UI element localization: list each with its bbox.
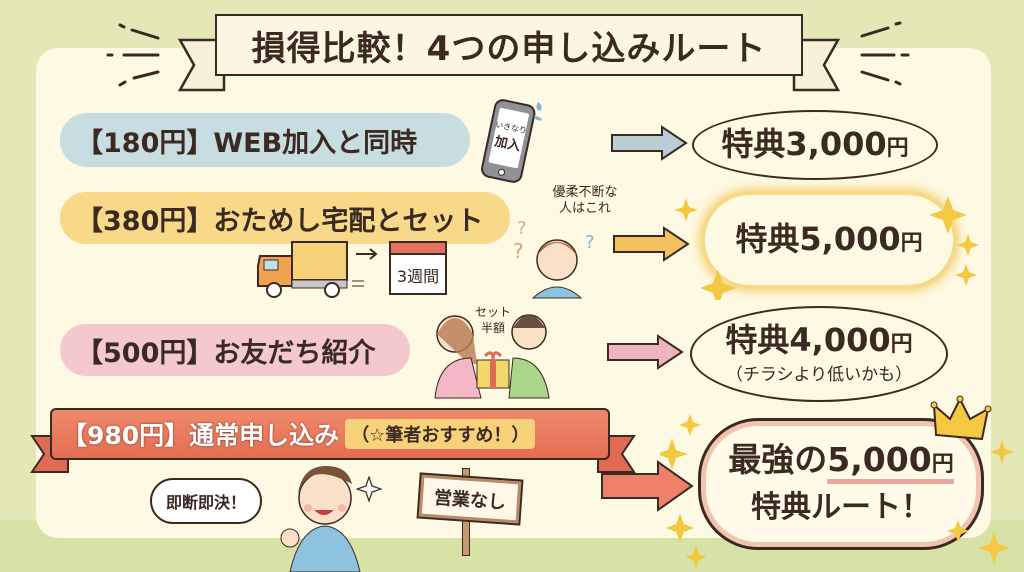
arrow-right-icon — [607, 334, 684, 370]
bonus-amount: 5,000 — [799, 220, 901, 259]
crown-icon — [930, 395, 992, 441]
route-500-text: 【500円】お友だち紹介 — [76, 337, 376, 369]
burst-lines-right-icon — [860, 21, 910, 86]
bonus-note: （チラシより低いかも） — [725, 365, 913, 386]
bonus-unit: 円 — [900, 231, 923, 257]
svg-text:セット: セット — [475, 305, 511, 319]
bonus-unit: 円 — [890, 331, 913, 357]
bonus-line2: 特典ルート！ — [751, 490, 931, 526]
thought-text: 即断即決！ — [165, 493, 246, 512]
svg-text:?: ? — [585, 232, 595, 253]
arrow-right-icon — [613, 226, 690, 262]
svg-text:?: ? — [517, 218, 527, 239]
route-980-banner: 【980円】通常申し込み （☆筆者おすすめ！） — [50, 408, 610, 460]
svg-text:3週間: 3週間 — [397, 267, 439, 286]
bonus-bubble-3000: 特典3,000円 — [692, 110, 938, 180]
route-180-text: 【180円】WEB加入と同時 — [76, 127, 418, 159]
page-title: 損得比較！4つの申し込みルート — [251, 28, 767, 69]
route-380-label: 【380円】おためし宅配とセット — [60, 192, 510, 244]
sign-text: 営業なし — [433, 487, 507, 514]
bonus-amount: 5,000 — [827, 439, 932, 479]
thinking-woman-icon: ? ? ? — [513, 218, 595, 299]
route-380-text: 【380円】おためし宅配とセット — [76, 205, 484, 237]
burst-lines-left-icon — [106, 23, 160, 87]
friends-gift-icon: セット 半額 — [434, 305, 550, 399]
bonus-unit: 円 — [931, 451, 954, 477]
sparkle-icons — [674, 196, 979, 300]
bonus-prefix: 特典 — [721, 125, 786, 164]
page-title-banner: 損得比較！4つの申し込みルート — [215, 14, 803, 76]
svg-text:?: ? — [513, 239, 524, 263]
side-note-line1: 優柔不断な — [552, 185, 618, 200]
svg-text:半額: 半額 — [481, 321, 505, 335]
bonus-prefix: 特典 — [735, 220, 800, 259]
bonus-unit: 円 — [886, 136, 909, 162]
sparkle-icons — [660, 414, 1014, 568]
confident-man-icon — [280, 466, 361, 572]
svg-text:加入: 加入 — [492, 134, 522, 154]
best-bonus-bubble: 最強の5,000円 特典ルート！ — [698, 418, 984, 550]
bonus-prefix: 最強の — [728, 439, 828, 479]
side-note-line2: 人はこれ — [558, 200, 611, 216]
no-sales-sign: 営業なし — [416, 472, 524, 526]
truck-calendar-icon: 3週間 — [257, 241, 447, 298]
sparkle-icon — [356, 476, 382, 502]
route-980-text: 【980円】通常申し込み — [62, 421, 340, 450]
recommend-badge: （☆筆者おすすめ！） — [345, 419, 536, 449]
route-500-label: 【500円】お友だち紹介 — [60, 324, 410, 376]
route-180-label: 【180円】WEB加入と同時 — [60, 113, 470, 167]
indecisive-note: 優柔不断な 人はこれ — [535, 185, 635, 216]
thought-bubble: 即断即決！ — [150, 478, 262, 524]
smartphone-icon: いきなり 加入 — [481, 99, 542, 183]
title-ribbon-tail-right — [792, 38, 840, 92]
bonus-bubble-5000: 特典5,000円 — [705, 195, 953, 285]
bonus-prefix: 特典 — [725, 320, 790, 359]
arrow-right-icon — [601, 460, 694, 512]
arrow-right-icon — [611, 125, 688, 161]
bonus-bubble-4000: 特典4,000円 （チラシより低いかも） — [690, 306, 948, 402]
bonus-amount: 3,000 — [785, 125, 887, 164]
bonus-amount: 4,000 — [789, 320, 891, 359]
